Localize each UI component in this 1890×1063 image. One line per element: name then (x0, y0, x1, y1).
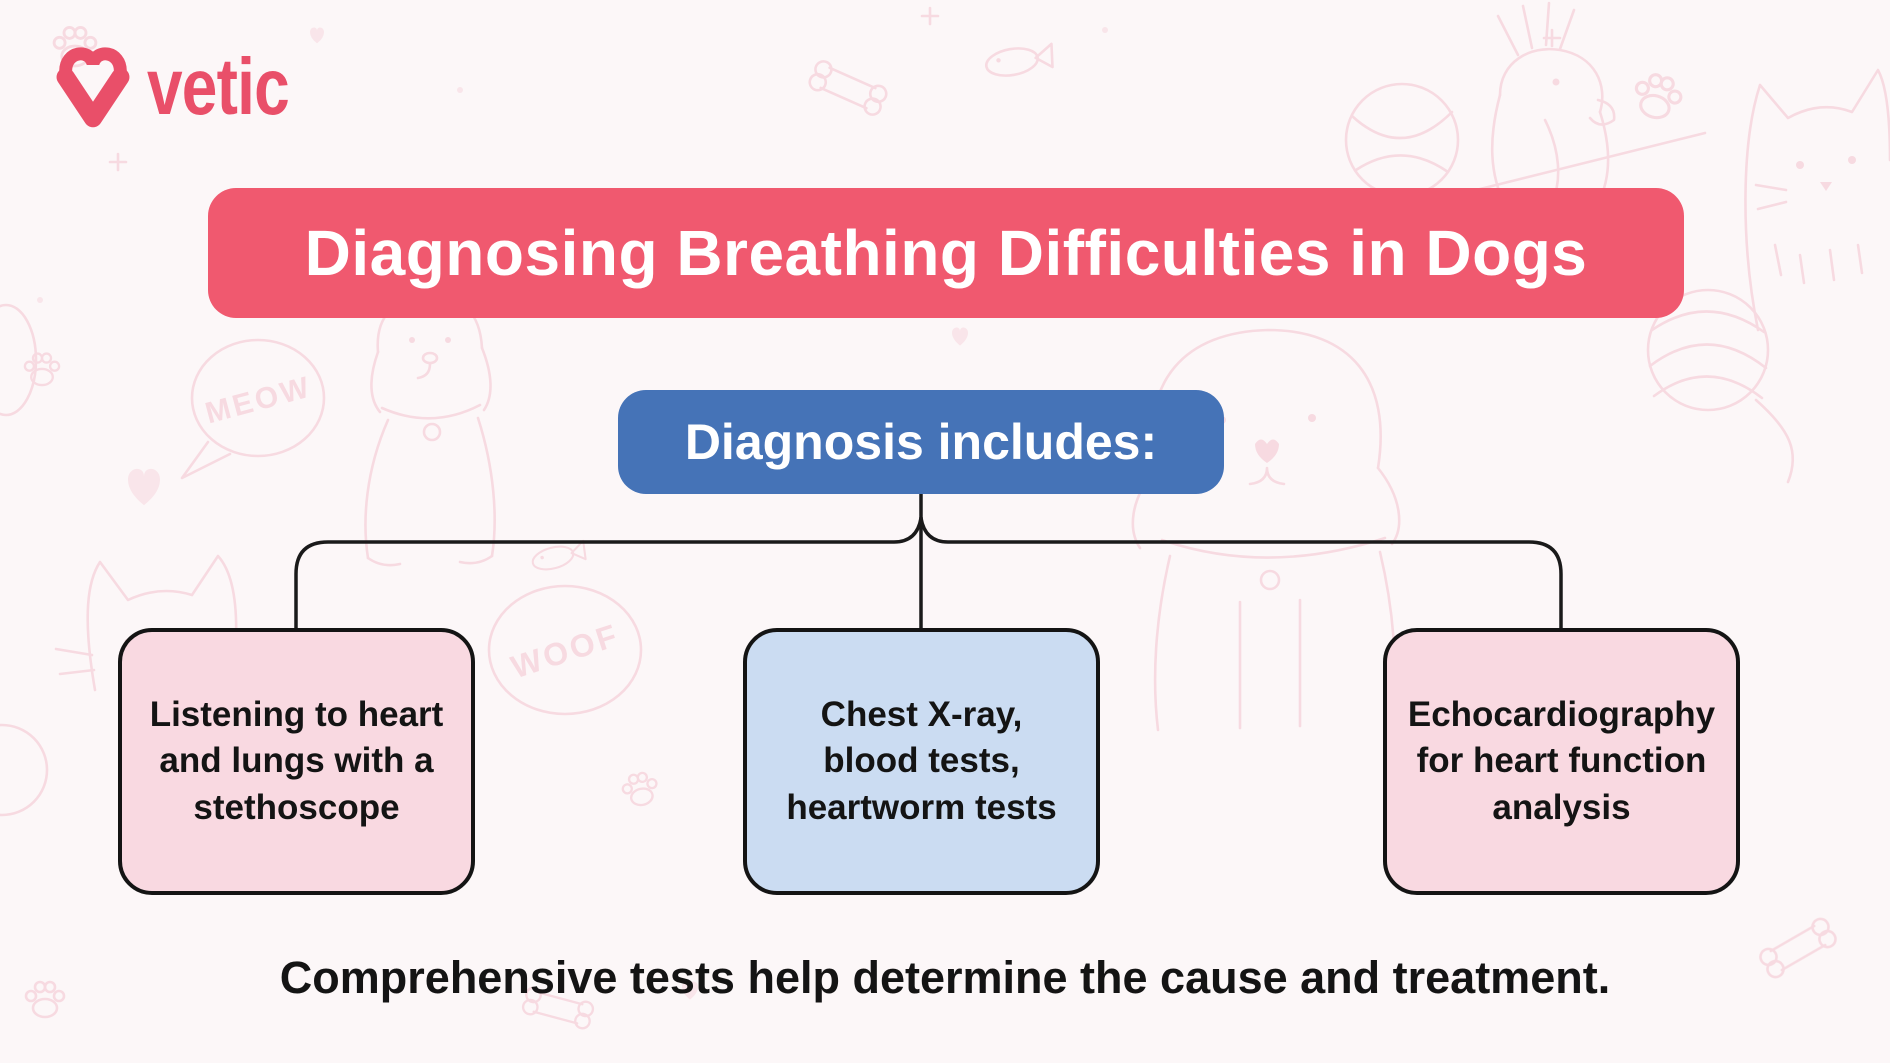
node-stethoscope-label: Listening to heart and lungs with a stet… (149, 695, 444, 827)
connector-left-branch (294, 516, 923, 634)
node-echocardiography: Echocardiography for heart function anal… (1383, 628, 1740, 895)
vetic-logo: vetic (55, 40, 324, 134)
node-tests-label: Chest X-ray, blood tests, heartworm test… (786, 695, 1057, 827)
diagnosis-includes-label: Diagnosis includes: (684, 414, 1158, 470)
title-banner: Diagnosing Breathing Difficulties in Dog… (208, 188, 1684, 318)
bone-doodles (521, 60, 1837, 1030)
fish-doodles (531, 42, 1054, 571)
diagnosis-includes-node: Diagnosis includes: (618, 390, 1224, 494)
vetic-logo-text: vetic (147, 42, 290, 131)
cat-doodle-top-right (1744, 68, 1890, 332)
page-title: Diagnosing Breathing Difficulties in Dog… (304, 217, 1588, 289)
node-stethoscope: Listening to heart and lungs with a stet… (118, 628, 475, 895)
footer-note: Comprehensive tests help determine the c… (279, 952, 1611, 1003)
node-echocardiography-label: Echocardiography for heart function anal… (1407, 695, 1716, 827)
connector-right-branch (919, 516, 1563, 634)
vetic-heart-icon (56, 47, 130, 128)
sparkle-doodles (0, 6, 1562, 817)
node-tests: Chest X-ray, blood tests, heartworm test… (743, 628, 1100, 895)
yarn-ball-doodle (1646, 288, 1795, 484)
